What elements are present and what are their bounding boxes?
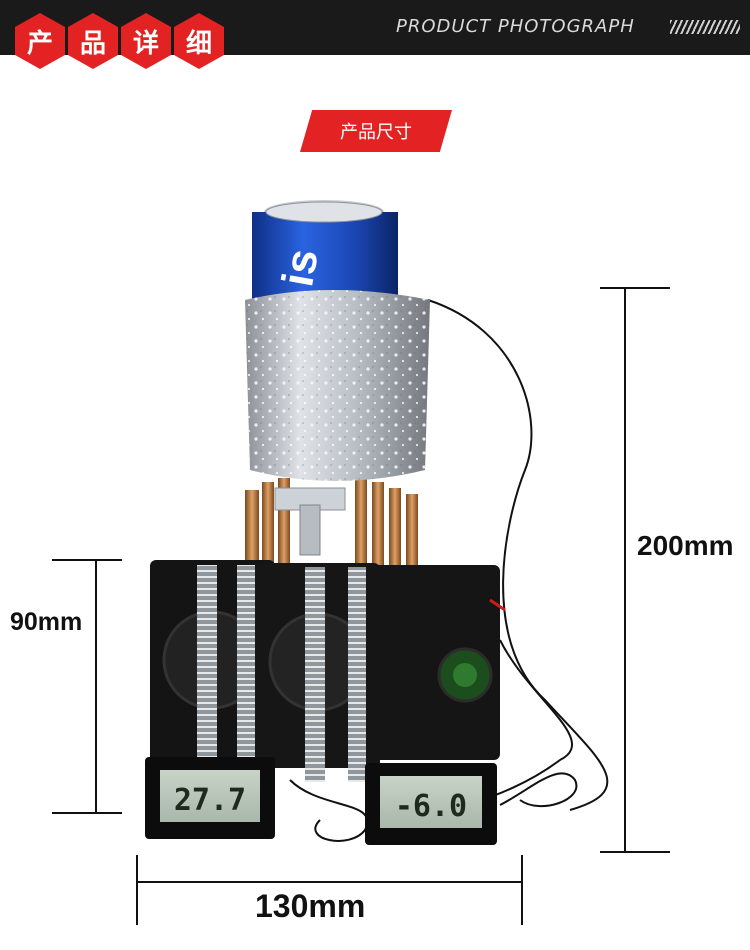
header-english-title: PRODUCT PHOTOGRAPH (396, 16, 635, 37)
mount-post (299, 504, 321, 556)
cooling-fan-right (360, 565, 506, 760)
thermometer-left-reading: 27.7 (174, 783, 246, 818)
thermometer-right-reading: -6.0 (395, 789, 467, 824)
product-photo: is 27.7 -6.0 (52, 200, 670, 925)
title-hexagons: 产 品 详 细 (15, 13, 224, 69)
can-brand-text: is (273, 245, 328, 290)
title-char-2: 品 (68, 13, 118, 69)
title-char-4: 细 (174, 13, 224, 69)
height-total-label: 200mm (635, 530, 736, 562)
aluminum-cooling-sleeve (245, 290, 430, 481)
header-bar: 产 品 详 细 PRODUCT PHOTOGRAPH (0, 0, 750, 69)
title-char-1: 产 (15, 13, 65, 69)
probe-wire (427, 299, 609, 811)
height-base-label: 90mm (8, 608, 85, 637)
copper-heat-pipes (245, 478, 418, 572)
header-stripe-decoration (670, 20, 740, 34)
title-char-3: 详 (121, 13, 171, 69)
sensor-wire (289, 779, 369, 842)
heatsink-fins (197, 565, 366, 782)
thermometer-right: -6.0 (365, 763, 497, 845)
width-label: 130mm (255, 888, 366, 924)
section-label: 产品尺寸 (300, 110, 452, 152)
thermometer-left: 27.7 (145, 757, 275, 839)
dimension-lines (52, 287, 670, 925)
sensor-wire-coil (499, 772, 578, 808)
